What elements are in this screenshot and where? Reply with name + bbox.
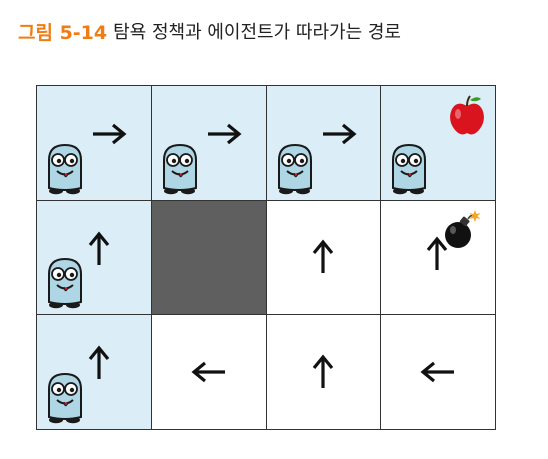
agent-icon — [273, 140, 317, 196]
grid-cell-r0c3 — [381, 86, 496, 201]
grid-cell-r0c0 — [37, 86, 152, 201]
grid-cell-r0c1 — [151, 86, 267, 201]
grid-cell-r2c1 — [151, 315, 267, 430]
arrow-up-icon — [303, 237, 343, 277]
bomb-icon — [441, 209, 481, 251]
grid-cell-r1c2 — [266, 200, 382, 316]
grid-cell-r1c0 — [37, 200, 152, 316]
arrow-right-icon — [89, 114, 129, 154]
wall-cell — [151, 200, 267, 316]
arrow-left-icon — [418, 352, 458, 392]
grid-cell-r0c2 — [266, 86, 382, 201]
agent-icon — [387, 140, 431, 196]
figure-caption: 그림 5-14 탐욕 정책과 에이전트가 따라가는 경로 — [18, 16, 401, 46]
agent-icon — [43, 140, 87, 196]
arrow-up-icon — [417, 234, 457, 274]
grid-cell-r1c3 — [381, 200, 496, 316]
arrow-left-icon — [189, 352, 229, 392]
figure-label: 그림 5-14 — [18, 21, 108, 44]
arrow-up-icon — [303, 352, 343, 392]
agent-icon — [43, 254, 87, 310]
arrow-up-icon — [79, 229, 119, 269]
agent-icon — [43, 369, 87, 425]
figure-title: 탐욕 정책과 에이전트가 따라가는 경로 — [113, 22, 401, 43]
grid-cell-r2c2 — [266, 315, 382, 430]
apple-icon — [447, 94, 487, 138]
grid-cell-r2c3 — [381, 315, 496, 430]
arrow-right-icon — [204, 114, 244, 154]
grid-cell-r2c0 — [37, 315, 152, 430]
agent-icon — [158, 140, 202, 196]
arrow-up-icon — [79, 343, 119, 383]
arrow-right-icon — [319, 114, 359, 154]
gridworld — [36, 85, 496, 430]
